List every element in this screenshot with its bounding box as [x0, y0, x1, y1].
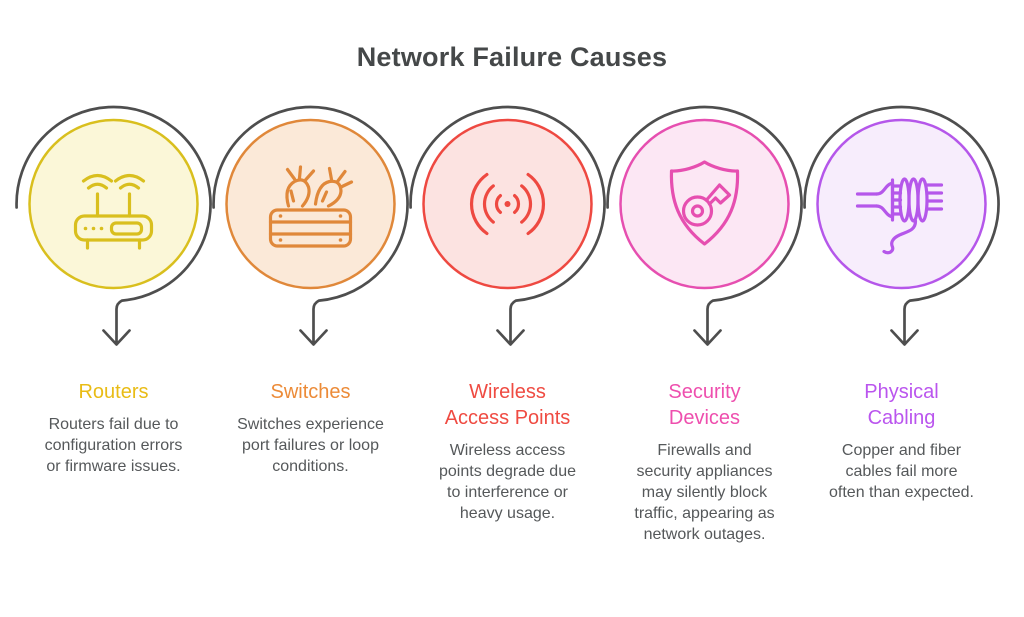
swirl-arrow [212, 105, 409, 346]
cause-label: Routers [78, 381, 149, 403]
cause-badge [15, 105, 212, 346]
cause-label: Security Devices [668, 381, 741, 429]
swirl-arrow [409, 105, 606, 346]
failure-causes-row: Routers Routers fail due to configuratio… [0, 96, 1024, 545]
cause-description: Switches experience port failures or loo… [237, 416, 384, 475]
cause-label: Wireless Access Points [444, 381, 571, 429]
cause-badge [212, 105, 409, 346]
cause-badge [606, 105, 803, 346]
cause-circle [619, 118, 790, 290]
cause-circle [225, 118, 396, 290]
cause-badge [803, 105, 1000, 346]
swirl-arrow [606, 105, 803, 346]
cause-label: Physical Cabling [864, 381, 939, 429]
failure-cause-item: Routers Routers fail due to configuratio… [15, 96, 212, 545]
cause-description: Firewalls and security appliances may si… [634, 442, 775, 543]
failure-cause-item: Switches Switches experience port failur… [212, 96, 409, 545]
cause-badge [409, 105, 606, 346]
failure-cause-item: Wireless Access Points Wireless access p… [409, 96, 606, 545]
failure-cause-item: Physical Cabling Copper and fiber cables… [803, 96, 1000, 545]
cause-description: Wireless access points degrade due to in… [439, 442, 576, 522]
failure-cause-item: Security Devices Firewalls and security … [606, 96, 803, 545]
infographic: { "title": "Network Failure Causes", "th… [0, 41, 1024, 617]
cause-description: Routers fail due to configuration errors… [44, 416, 183, 475]
swirl-arrow [15, 105, 212, 346]
cause-circle [28, 118, 199, 290]
cause-description: Copper and fiber cables fail more often … [829, 442, 974, 501]
swirl-arrow [803, 105, 1000, 346]
cause-label: Switches [270, 381, 351, 403]
page-title: Network Failure Causes [356, 42, 668, 72]
